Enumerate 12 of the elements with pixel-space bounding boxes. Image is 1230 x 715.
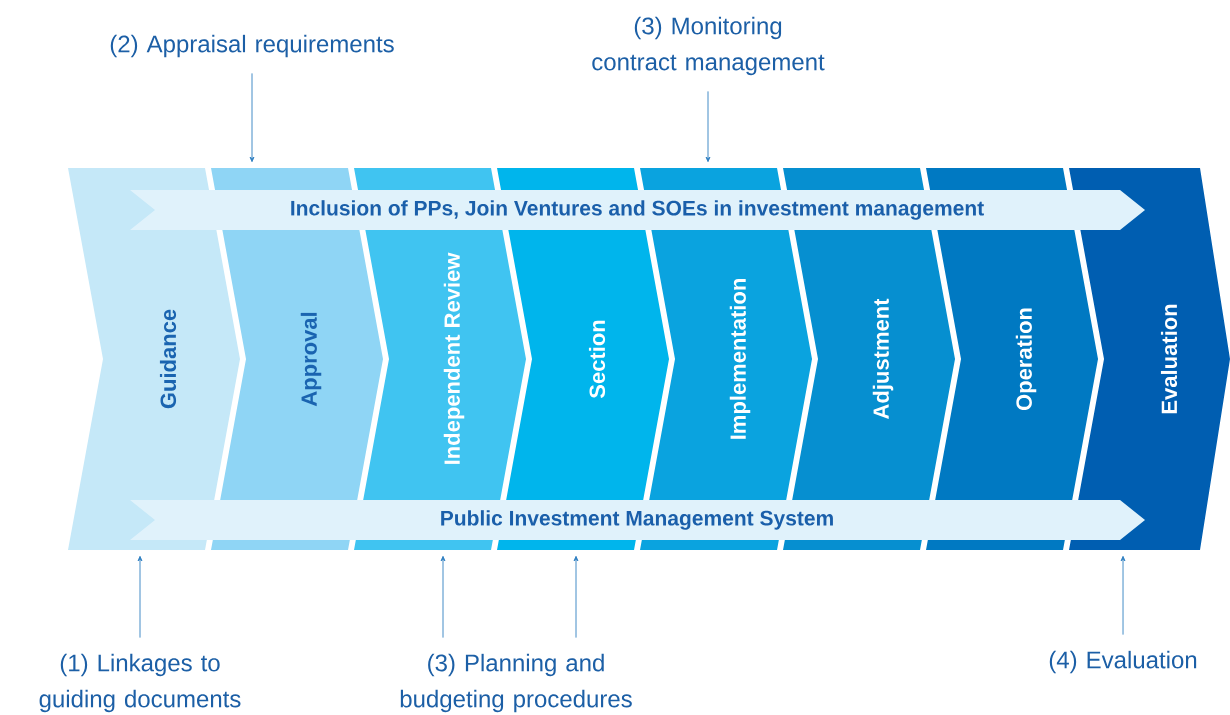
annotation-text: (4) Evaluation xyxy=(1049,650,1197,674)
arrow xyxy=(705,90,711,163)
arrow xyxy=(440,555,446,639)
chevron-stage: Evaluation xyxy=(1069,168,1230,550)
annotation-text: (2) Appraisal requirements xyxy=(110,34,394,58)
arrow xyxy=(137,555,143,639)
arrow xyxy=(573,555,579,639)
arrow xyxy=(249,72,255,163)
annotation-text: (1) Linkages to guiding documents xyxy=(39,653,241,713)
arrow xyxy=(1120,555,1126,636)
annotation-text: (3) Monitoring contract management xyxy=(592,16,825,76)
annotation-text: (3) Planning and budgeting procedures xyxy=(400,653,632,713)
